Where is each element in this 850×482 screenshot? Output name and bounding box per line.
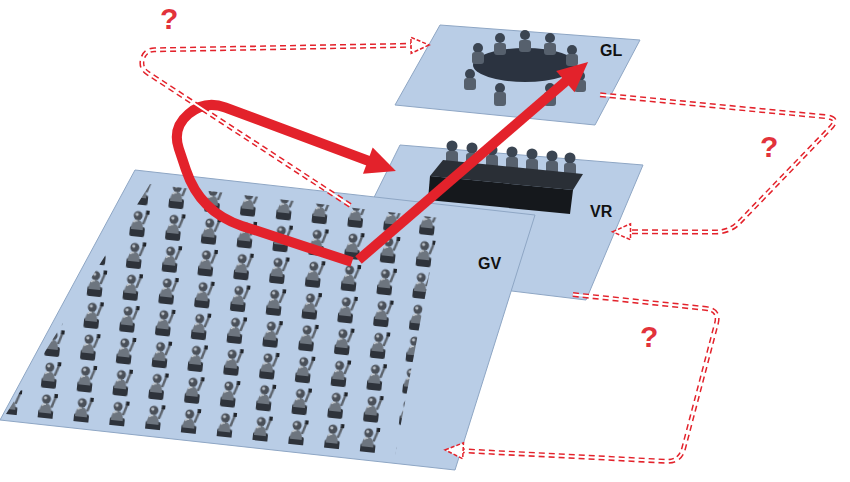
dashed-line [600, 95, 834, 232]
dashed-line-core [600, 95, 834, 232]
question-mark: ? [760, 130, 778, 163]
plane-label: VR [590, 203, 612, 221]
arrow-head [363, 148, 396, 174]
arrow-head [556, 62, 588, 92]
plane-label: GL [600, 42, 622, 60]
audience [6, 184, 440, 455]
plane-label: GV [478, 255, 501, 273]
question-mark: ? [160, 2, 178, 35]
question-mark: ? [640, 320, 658, 353]
